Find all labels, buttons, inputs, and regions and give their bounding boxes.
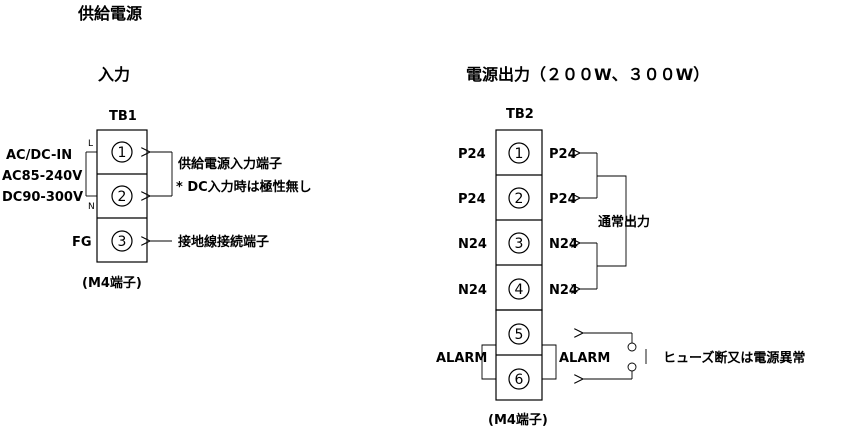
pin-l-label: L [88,139,93,149]
tb1-terminal-2: 2 [111,185,133,207]
page-title: 供給電源 [77,4,142,23]
output-heading: 電源出力（２００W、３００W） [466,65,709,84]
tb2-terminal-4: 4 [508,278,530,300]
terminal-number: 3 [118,234,127,250]
no-polarity-note: * DC入力時は極性無し [176,179,312,195]
left-p24-label: P24 [458,192,486,207]
tb2-label: TB2 [506,107,534,122]
normal-output-bracket [580,153,634,289]
right-p24-label: P24 [549,147,577,162]
ac-dc-in-label: AC/DC-IN [6,148,72,163]
tb1-label: TB1 [109,109,137,124]
terminal-number: 6 [515,372,524,388]
left-n24-label: N24 [458,237,487,252]
ln-bracket: L N [85,139,97,212]
left-alarm-label: ALARM [436,351,487,366]
fg-label: FG [72,235,92,250]
left-n24-label: N24 [458,283,487,298]
tb2-footer: (M4端子) [488,412,548,428]
output-section: 電源出力（２００W、３００W） TB2 1 2 3 4 [436,65,805,428]
terminal-number: 1 [118,145,127,161]
tb1-terminal-1: 1 [111,141,133,163]
right-alarm-label: ALARM [559,351,610,366]
tb2-terminal-3: 3 [508,232,530,254]
tb2-terminal-6: 6 [508,368,530,390]
alarm-desc: ヒューズ断又は電源異常 [663,350,805,366]
input-arrows [150,152,173,241]
tb1-footer: (M4端子) [82,275,142,291]
input-section: 入力 TB1 1 2 3 L N AC/DC-IN [2,65,312,291]
ac-range-label: AC85-240V [2,169,82,184]
ground-terminal-desc: 接地線接続端子 [178,234,269,250]
terminal-number: 2 [515,191,524,207]
right-n24-label: N24 [549,237,578,252]
terminal-number: 3 [515,236,524,252]
tb2-terminal-block [481,129,557,401]
tb1-terminal-3: 3 [111,230,133,252]
normal-output-desc: 通常出力 [598,214,650,230]
right-n24-label: N24 [549,283,578,298]
terminal-number: 2 [118,189,127,205]
terminal-number: 1 [515,146,524,162]
alarm-contact [583,333,647,379]
power-input-desc: 供給電源入力端子 [177,156,282,172]
dc-range-label: DC90-300V [2,190,83,205]
left-p24-label: P24 [458,147,486,162]
terminal-number: 5 [515,327,524,343]
tb2-terminal-5: 5 [508,323,530,345]
tb2-terminal-1: 1 [508,142,530,164]
input-heading: 入力 [98,65,130,84]
terminal-number: 4 [515,282,524,298]
tb2-terminal-2: 2 [508,187,530,209]
pin-n-label: N [88,202,95,212]
right-p24-label: P24 [549,192,577,207]
